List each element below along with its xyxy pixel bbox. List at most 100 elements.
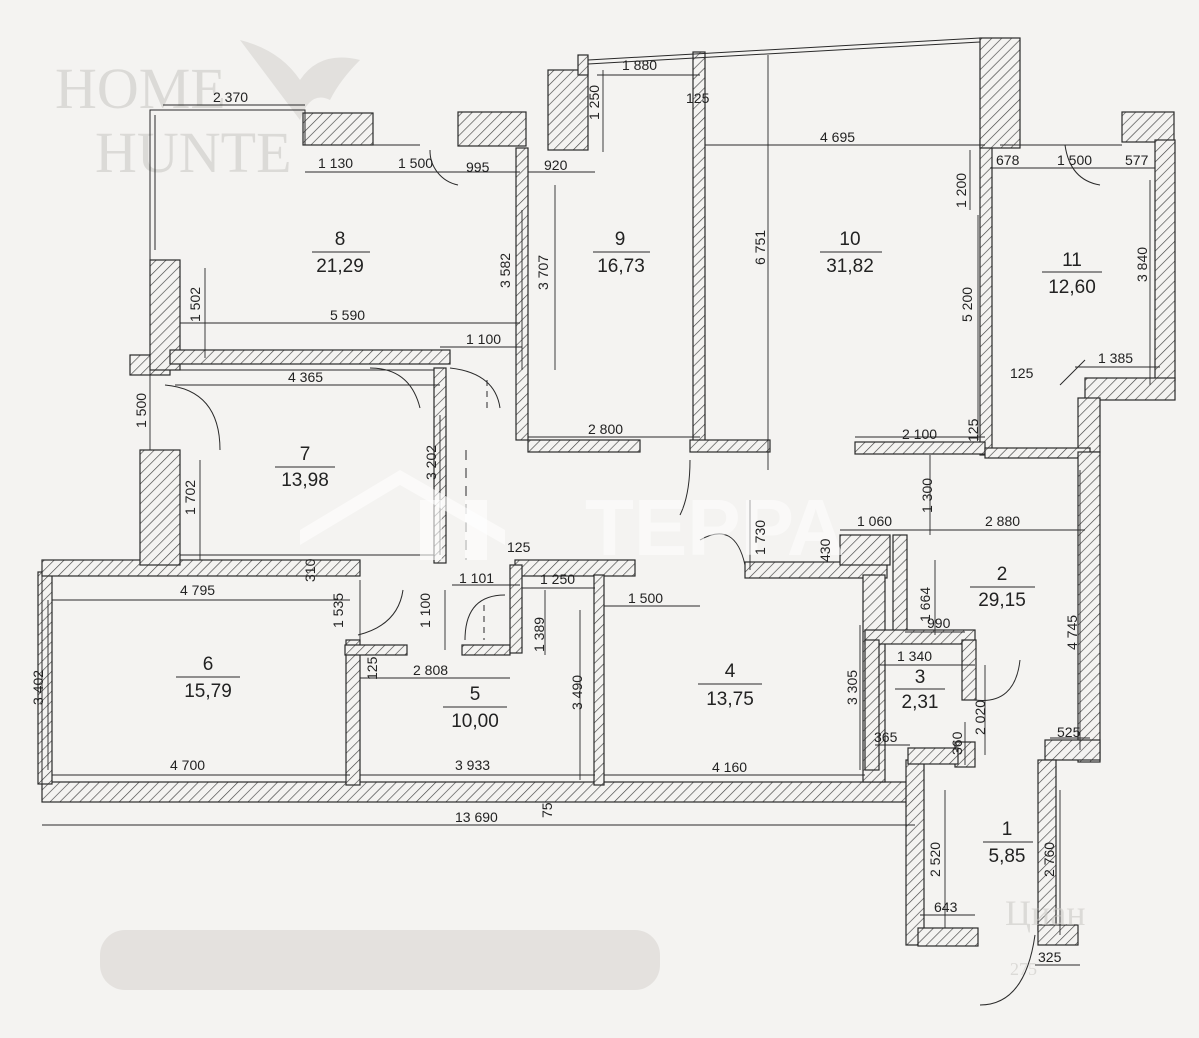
room-number: 1 (1002, 819, 1013, 840)
outlines (41, 37, 1122, 790)
cian-watermark: Циан 275 (1005, 893, 1086, 979)
dim-label: 4 695 (820, 129, 855, 145)
room-area: 21,29 (316, 256, 364, 277)
dim-label: 1 500 (628, 590, 663, 606)
doors (164, 144, 1101, 1006)
dim-label: 3 582 (497, 253, 513, 288)
terra-watermark: ТЕРРА (300, 470, 845, 572)
room-number: 4 (725, 661, 736, 682)
room-number: 7 (300, 444, 311, 465)
room-number: 3 (915, 667, 926, 688)
dim-label: 125 (686, 90, 710, 106)
dim-label: 13 690 (455, 809, 498, 825)
room-7: 7 13,98 (275, 444, 335, 491)
room-number: 9 (615, 229, 626, 250)
dim-label: 6 751 (752, 230, 768, 265)
dim-label: 1 385 (1098, 350, 1133, 366)
dim-label: 577 (1125, 152, 1149, 168)
dim-label: 75 (539, 802, 555, 818)
dim-label: 990 (927, 615, 951, 631)
room-3: 3 2,31 (895, 667, 945, 713)
dim-label: 1 250 (586, 85, 602, 120)
dim-label: 3 933 (455, 757, 490, 773)
room-area: 2,31 (902, 692, 939, 713)
dim-label: 125 (965, 418, 981, 442)
cian-text: Циан (1005, 893, 1086, 933)
dim-label: 365 (874, 729, 898, 745)
dim-label: 995 (466, 159, 490, 175)
dim-label: 1 101 (459, 570, 494, 586)
dim-label: 2 880 (985, 513, 1020, 529)
dim-label: 1 500 (398, 155, 433, 171)
dim-label: 1 730 (752, 520, 768, 555)
dim-label: 2 020 (972, 700, 988, 735)
room-10: 10 31,82 (820, 229, 882, 277)
room-area: 10,00 (451, 711, 499, 732)
watermark-line2: HUNTE (95, 120, 292, 185)
dim-label: 1 880 (622, 57, 657, 73)
dim-label: 1 130 (318, 155, 353, 171)
dim-label: 1 250 (540, 571, 575, 587)
room-labels: 8 21,29 9 16,73 10 31,82 11 12,60 7 13,9… (176, 229, 1102, 867)
room-area: 31,82 (826, 256, 874, 277)
home-hunter-watermark: HOME HUNTE (55, 40, 360, 185)
room-4: 4 13,75 (698, 661, 762, 710)
room-9: 9 16,73 (593, 229, 650, 277)
dim-label: 125 (507, 539, 531, 555)
dim-label: 1 100 (466, 331, 501, 347)
room-area: 13,75 (706, 689, 754, 710)
dim-label: 3 707 (535, 255, 551, 290)
dim-label: 2 100 (902, 426, 937, 442)
dim-label: 325 (1038, 949, 1062, 965)
dim-label: 125 (1010, 365, 1034, 381)
room-area: 5,85 (989, 846, 1026, 867)
dim-label: 360 (949, 731, 965, 755)
dim-label: 125 (364, 656, 380, 680)
dim-label: 430 (817, 538, 833, 562)
dim-label: 5 590 (330, 307, 365, 323)
room-number: 8 (335, 229, 346, 250)
dim-label: 3 402 (30, 670, 46, 705)
dim-label: 920 (544, 157, 568, 173)
dimension-lines (42, 55, 1160, 966)
room-2: 2 29,15 (970, 564, 1035, 611)
watermark-line1: HOME (55, 56, 226, 121)
dim-label: 3 202 (423, 445, 439, 480)
room-area: 12,60 (1048, 277, 1096, 298)
room-5: 5 10,00 (443, 684, 507, 732)
dim-label: 2 520 (927, 842, 943, 877)
dim-label: 5 200 (959, 287, 975, 322)
room-number: 10 (839, 229, 860, 250)
room-8: 8 21,29 (312, 229, 370, 277)
dim-label: 525 (1057, 724, 1081, 740)
dim-label: 4 795 (180, 582, 215, 598)
dim-label: 4 160 (712, 759, 747, 775)
terra-brand-text: ТЕРРА (585, 483, 845, 572)
dim-label: 2 370 (213, 89, 248, 105)
room-number: 2 (997, 564, 1008, 585)
dim-label: 1 500 (133, 393, 149, 428)
room-area: 13,98 (281, 470, 329, 491)
dim-label: 1 060 (857, 513, 892, 529)
dim-label: 3 840 (1134, 247, 1150, 282)
dim-label: 310 (302, 558, 318, 582)
room-number: 6 (203, 654, 214, 675)
dim-label: 1 100 (417, 593, 433, 628)
dim-label: 1 389 (531, 617, 547, 652)
dim-label: 1 500 (1057, 152, 1092, 168)
dim-label: 1 200 (953, 173, 969, 208)
dim-label: 4 745 (1064, 615, 1080, 650)
room-number: 11 (1062, 250, 1082, 271)
dim-label: 2 800 (588, 421, 623, 437)
room-area: 16,73 (597, 256, 645, 277)
dimension-labels: 2 370 1 130 1 500 995 920 1 880 1 250 12… (30, 57, 1150, 965)
dim-label: 3 305 (844, 670, 860, 705)
dim-label: 643 (934, 899, 958, 915)
dim-label: 1 535 (330, 593, 346, 628)
dim-label: 1 702 (182, 480, 198, 515)
dim-label: 2 808 (413, 662, 448, 678)
room-11: 11 12,60 (1042, 250, 1102, 298)
room-number: 5 (470, 684, 481, 705)
dim-label: 1 664 (917, 587, 933, 622)
